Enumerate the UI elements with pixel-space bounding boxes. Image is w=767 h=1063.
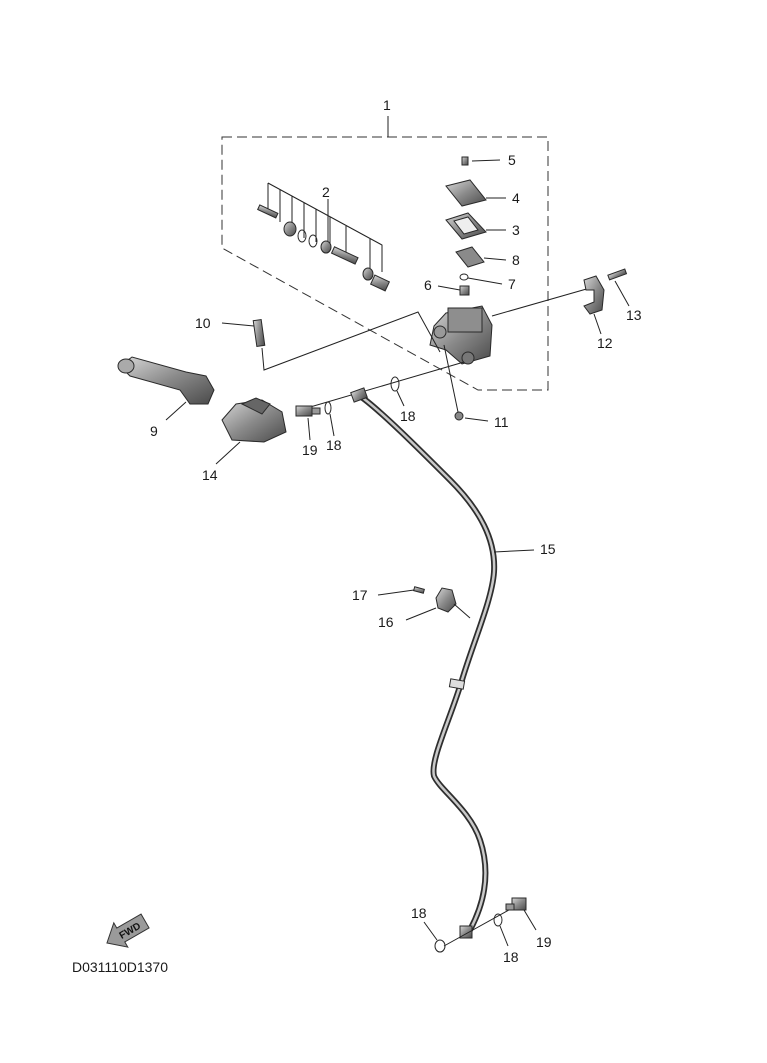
float-7-icon — [459, 273, 469, 281]
callout-7: 7 — [508, 276, 516, 292]
assembly-line-bolt — [261, 311, 441, 371]
bolt-10-icon — [252, 319, 266, 347]
fwd-arrow-icon: FWD — [106, 913, 150, 948]
holder-12-icon — [583, 275, 605, 315]
callout-18-a: 18 — [400, 408, 416, 424]
leader-15 — [493, 549, 535, 553]
callout-6: 6 — [424, 277, 432, 293]
leader-13 — [614, 280, 630, 307]
callout-18-c: 18 — [411, 905, 427, 921]
callout-17: 17 — [352, 587, 368, 603]
brake-lever-9-icon — [117, 356, 215, 405]
document-code: D031110D1370 — [72, 959, 168, 975]
callout-9: 9 — [150, 423, 158, 439]
leader-11-line — [443, 344, 459, 413]
assembly-boundary — [221, 136, 549, 391]
callout-18-d: 18 — [503, 949, 519, 965]
callout-12: 12 — [597, 335, 613, 351]
bleed-17-icon — [413, 586, 425, 594]
leader-19-top — [307, 417, 311, 441]
callout-8: 8 — [512, 252, 520, 268]
leader-10 — [221, 322, 255, 327]
fitting-16-icon — [435, 587, 457, 613]
callout-14: 14 — [202, 467, 218, 483]
brake-hose-15-icon — [357, 393, 498, 933]
piston-kit-icon — [257, 204, 391, 292]
leader-18-left — [329, 413, 335, 437]
callout-2: 2 — [322, 184, 330, 200]
cap-plate-3-icon — [445, 212, 487, 240]
reservoir-cap-4-icon — [445, 179, 487, 207]
leader-19-bottom — [523, 909, 537, 931]
callout-3: 3 — [512, 222, 520, 238]
leader-9 — [165, 401, 187, 421]
union-bolt-19-bottom-icon — [505, 897, 527, 911]
washer-18-left-icon — [324, 401, 332, 415]
piston-kit-leaders — [267, 182, 383, 272]
callout-4: 4 — [512, 190, 520, 206]
callout-19-b: 19 — [536, 934, 552, 950]
leader-14 — [215, 441, 241, 465]
washer-18-bottom-left-icon — [434, 939, 446, 953]
callout-18-b: 18 — [326, 437, 342, 453]
leader-5 — [471, 159, 501, 162]
callout-13: 13 — [626, 307, 642, 323]
leader-8 — [483, 257, 507, 261]
leader-17 — [377, 589, 415, 596]
leader-6 — [437, 285, 461, 291]
callout-15: 15 — [540, 541, 556, 557]
assembly-line-hose — [299, 361, 465, 411]
callout-16: 16 — [378, 614, 394, 630]
diaphragm-8-icon — [455, 246, 485, 268]
callout-1: 1 — [383, 97, 391, 113]
assembly-line-holder — [491, 287, 591, 317]
callout-10: 10 — [195, 315, 211, 331]
callout-19-a: 19 — [302, 442, 318, 458]
leader-16 — [405, 607, 437, 621]
leader-7 — [467, 277, 503, 285]
master-cylinder-icon — [429, 305, 493, 365]
leader-16-to-hose — [453, 603, 471, 619]
leader-18-bottom-left — [423, 921, 438, 941]
nut-11-icon — [454, 411, 464, 421]
nut-6-icon — [459, 285, 470, 296]
leader-11 — [464, 417, 489, 422]
callout-11: 11 — [494, 414, 509, 430]
hose-highlight — [358, 394, 496, 932]
hose-fitting-mid — [448, 678, 466, 690]
union-bolt-19-top-icon — [295, 405, 321, 417]
leader-18-right — [396, 390, 405, 407]
hose-fitting-top — [350, 387, 368, 403]
screw-5-icon — [461, 156, 469, 166]
washer-18-bottom-right-icon — [493, 913, 503, 927]
callout-5: 5 — [508, 152, 516, 168]
washer-18-right-icon — [390, 376, 400, 392]
lever-cover-14-icon — [221, 397, 287, 443]
leader-12 — [593, 313, 602, 335]
bolt-13-icon — [607, 268, 628, 281]
leader-18-bottom-right — [499, 925, 509, 947]
assembly-line-bottom — [443, 905, 517, 947]
